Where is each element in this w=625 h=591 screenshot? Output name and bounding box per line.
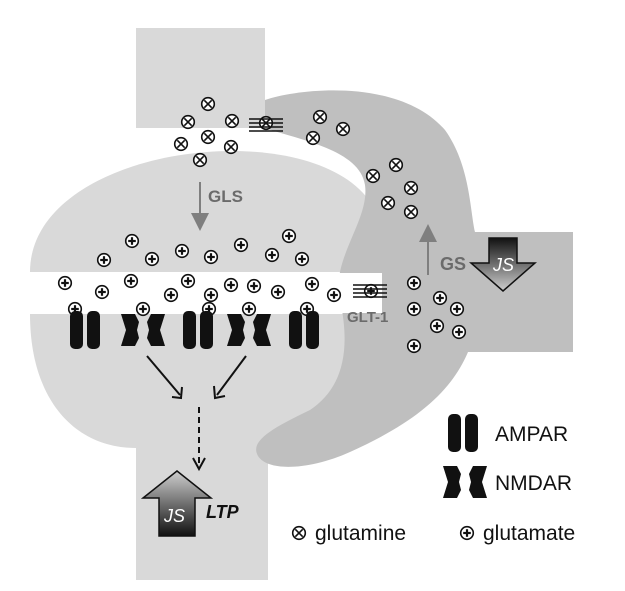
legend-glutamine-label: glutamine bbox=[315, 522, 406, 545]
js-astrocyte-label: JS bbox=[492, 255, 514, 275]
glutamine-legend-icon bbox=[291, 525, 307, 541]
js-up-arrow-icon bbox=[140, 470, 214, 537]
gs-label: GS bbox=[440, 254, 466, 274]
postsynaptic-neuron bbox=[30, 314, 382, 580]
glutamate-legend-icon bbox=[459, 525, 475, 541]
js-down-arrow-icon bbox=[469, 237, 537, 292]
ltp-signaling-arrows bbox=[146, 355, 247, 472]
presynaptic-neuron bbox=[30, 28, 382, 272]
gls-label: GLS bbox=[208, 187, 243, 206]
ltp-label: LTP bbox=[206, 502, 240, 522]
legend-glutamate-label: glutamate bbox=[483, 522, 575, 545]
ampar-legend-icon bbox=[448, 414, 478, 452]
legend-ampar-label: AMPAR bbox=[495, 423, 568, 446]
js-post-label: JS bbox=[163, 506, 185, 526]
legend-nmdar-label: NMDAR bbox=[495, 472, 572, 495]
nmdar-legend-icon bbox=[443, 466, 487, 498]
legend: AMPAR NMDAR glutamine glutamate bbox=[291, 414, 575, 545]
glt1-label: GLT-1 bbox=[347, 309, 388, 326]
